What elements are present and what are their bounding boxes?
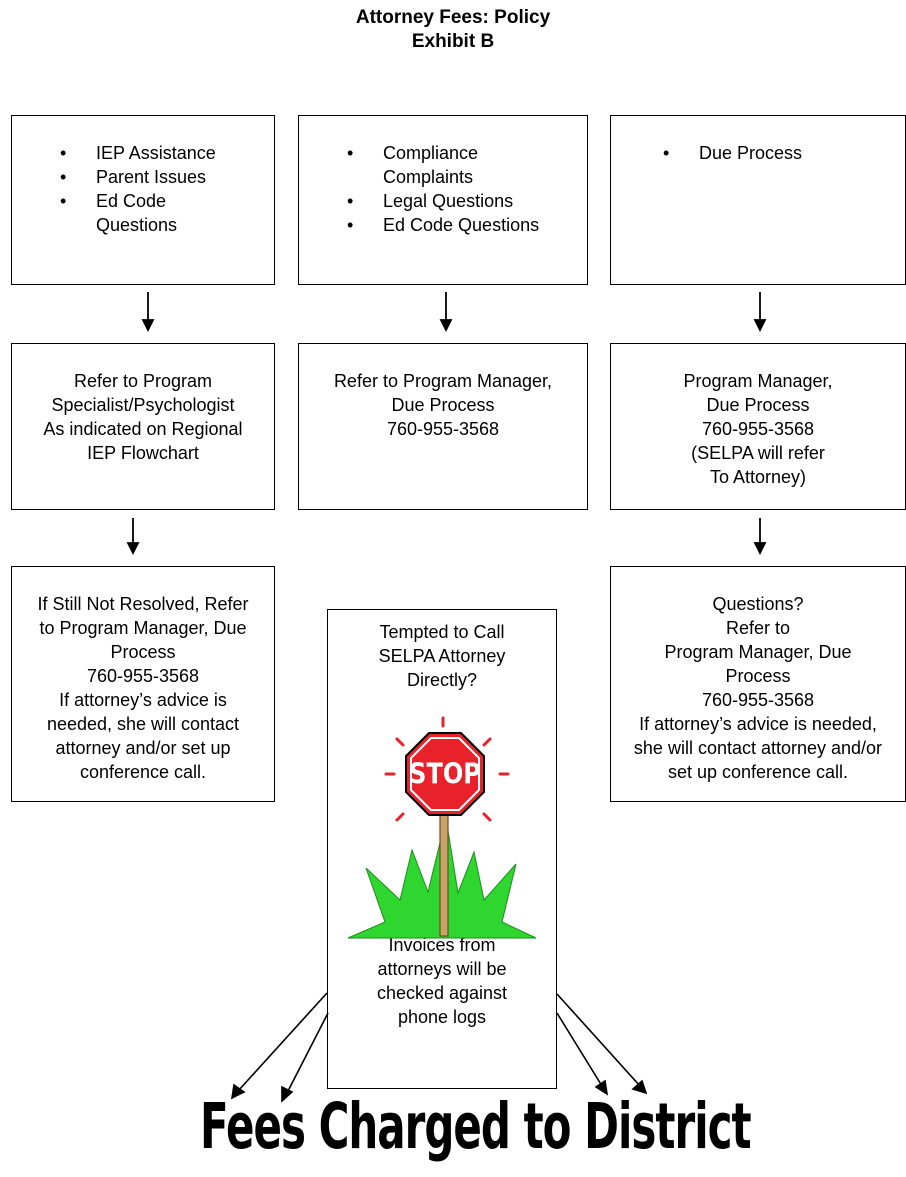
followup-line: Refer to <box>725 618 791 638</box>
referral-box-col2: Refer to Program Manager, Due Process 76… <box>298 343 588 510</box>
referral-box-col1: Refer to Program Specialist/Psychologist… <box>11 343 275 510</box>
referral-line: Refer to Program <box>73 371 213 391</box>
followup-line: If Still Not Resolved, Refer <box>37 594 249 614</box>
warning-question-line: Tempted to Call <box>379 622 505 642</box>
topic-item: Ed Code Questions <box>347 213 575 237</box>
topics-box-col1: IEP Assistance Parent Issues Ed Code Que… <box>11 115 275 285</box>
followup-line: Process <box>725 666 791 686</box>
referral-line: Refer to Program Manager, <box>333 371 553 391</box>
referral-line: Due Process <box>391 395 495 415</box>
warning-question-line: Directly? <box>406 670 477 690</box>
referral-line: IEP Flowchart <box>87 443 199 463</box>
topic-item: Parent Issues <box>60 165 262 189</box>
followup-line: conference call. <box>79 762 207 782</box>
page-title: Attorney Fees: Policy Exhibit B <box>0 6 906 54</box>
referral-line: 760-955-3568 <box>386 419 500 439</box>
title-line-1: Attorney Fees: Policy <box>355 7 551 28</box>
followup-line: Questions? <box>712 594 804 614</box>
followup-line: If attorney’s advice is needed, <box>639 714 877 734</box>
stop-sign-label: STOP <box>409 757 481 791</box>
referral-line: Program Manager, <box>683 371 833 391</box>
topic-item: Compliance Complaints <box>347 141 513 189</box>
topics-box-col3: Due Process <box>610 115 906 285</box>
followup-line: 760-955-3568 <box>86 666 200 686</box>
followup-line: 760-955-3568 <box>701 690 815 710</box>
warning-note-line: Invoices from <box>388 935 496 955</box>
title-line-2: Exhibit B <box>411 31 495 52</box>
warning-note-line: phone logs <box>397 1007 487 1027</box>
topic-item: Due Process <box>663 141 893 165</box>
referral-line: To Attorney) <box>709 467 807 487</box>
followup-line: she will contact attorney and/or <box>633 738 883 758</box>
topic-item: Legal Questions <box>347 189 575 213</box>
referral-line: As indicated on Regional <box>43 419 243 439</box>
followup-line: set up conference call. <box>667 762 849 782</box>
followup-line: Process <box>110 642 176 662</box>
followup-box-col1: If Still Not Resolved, Refer to Program … <box>11 566 275 802</box>
referral-line: Specialist/Psychologist <box>51 395 235 415</box>
warning-box: Tempted to Call SELPA Attorney Directly?… <box>327 609 557 1089</box>
referral-line: Due Process <box>706 395 810 415</box>
warning-note-line: checked against <box>376 983 508 1003</box>
fees-banner: Fees Charged to District <box>200 1089 752 1164</box>
followup-line: to Program Manager, Due <box>39 618 247 638</box>
referral-line: (SELPA will refer <box>691 443 825 463</box>
topics-box-col2: Compliance Complaints Legal Questions Ed… <box>298 115 588 285</box>
topic-item: IEP Assistance <box>60 141 262 165</box>
followup-box-col3: Questions? Refer to Program Manager, Due… <box>610 566 906 802</box>
followup-line: If attorney’s advice is <box>59 690 227 710</box>
followup-line: attorney and/or set up <box>55 738 231 758</box>
topic-item: Ed Code Questions <box>60 189 206 237</box>
followup-line: Program Manager, Due <box>664 642 852 662</box>
warning-note-line: attorneys will be <box>377 959 507 979</box>
referral-box-col3: Program Manager, Due Process 760-955-356… <box>610 343 906 510</box>
warning-question-line: SELPA Attorney <box>378 646 506 666</box>
referral-line: 760-955-3568 <box>701 419 815 439</box>
followup-line: needed, she will contact <box>46 714 240 734</box>
